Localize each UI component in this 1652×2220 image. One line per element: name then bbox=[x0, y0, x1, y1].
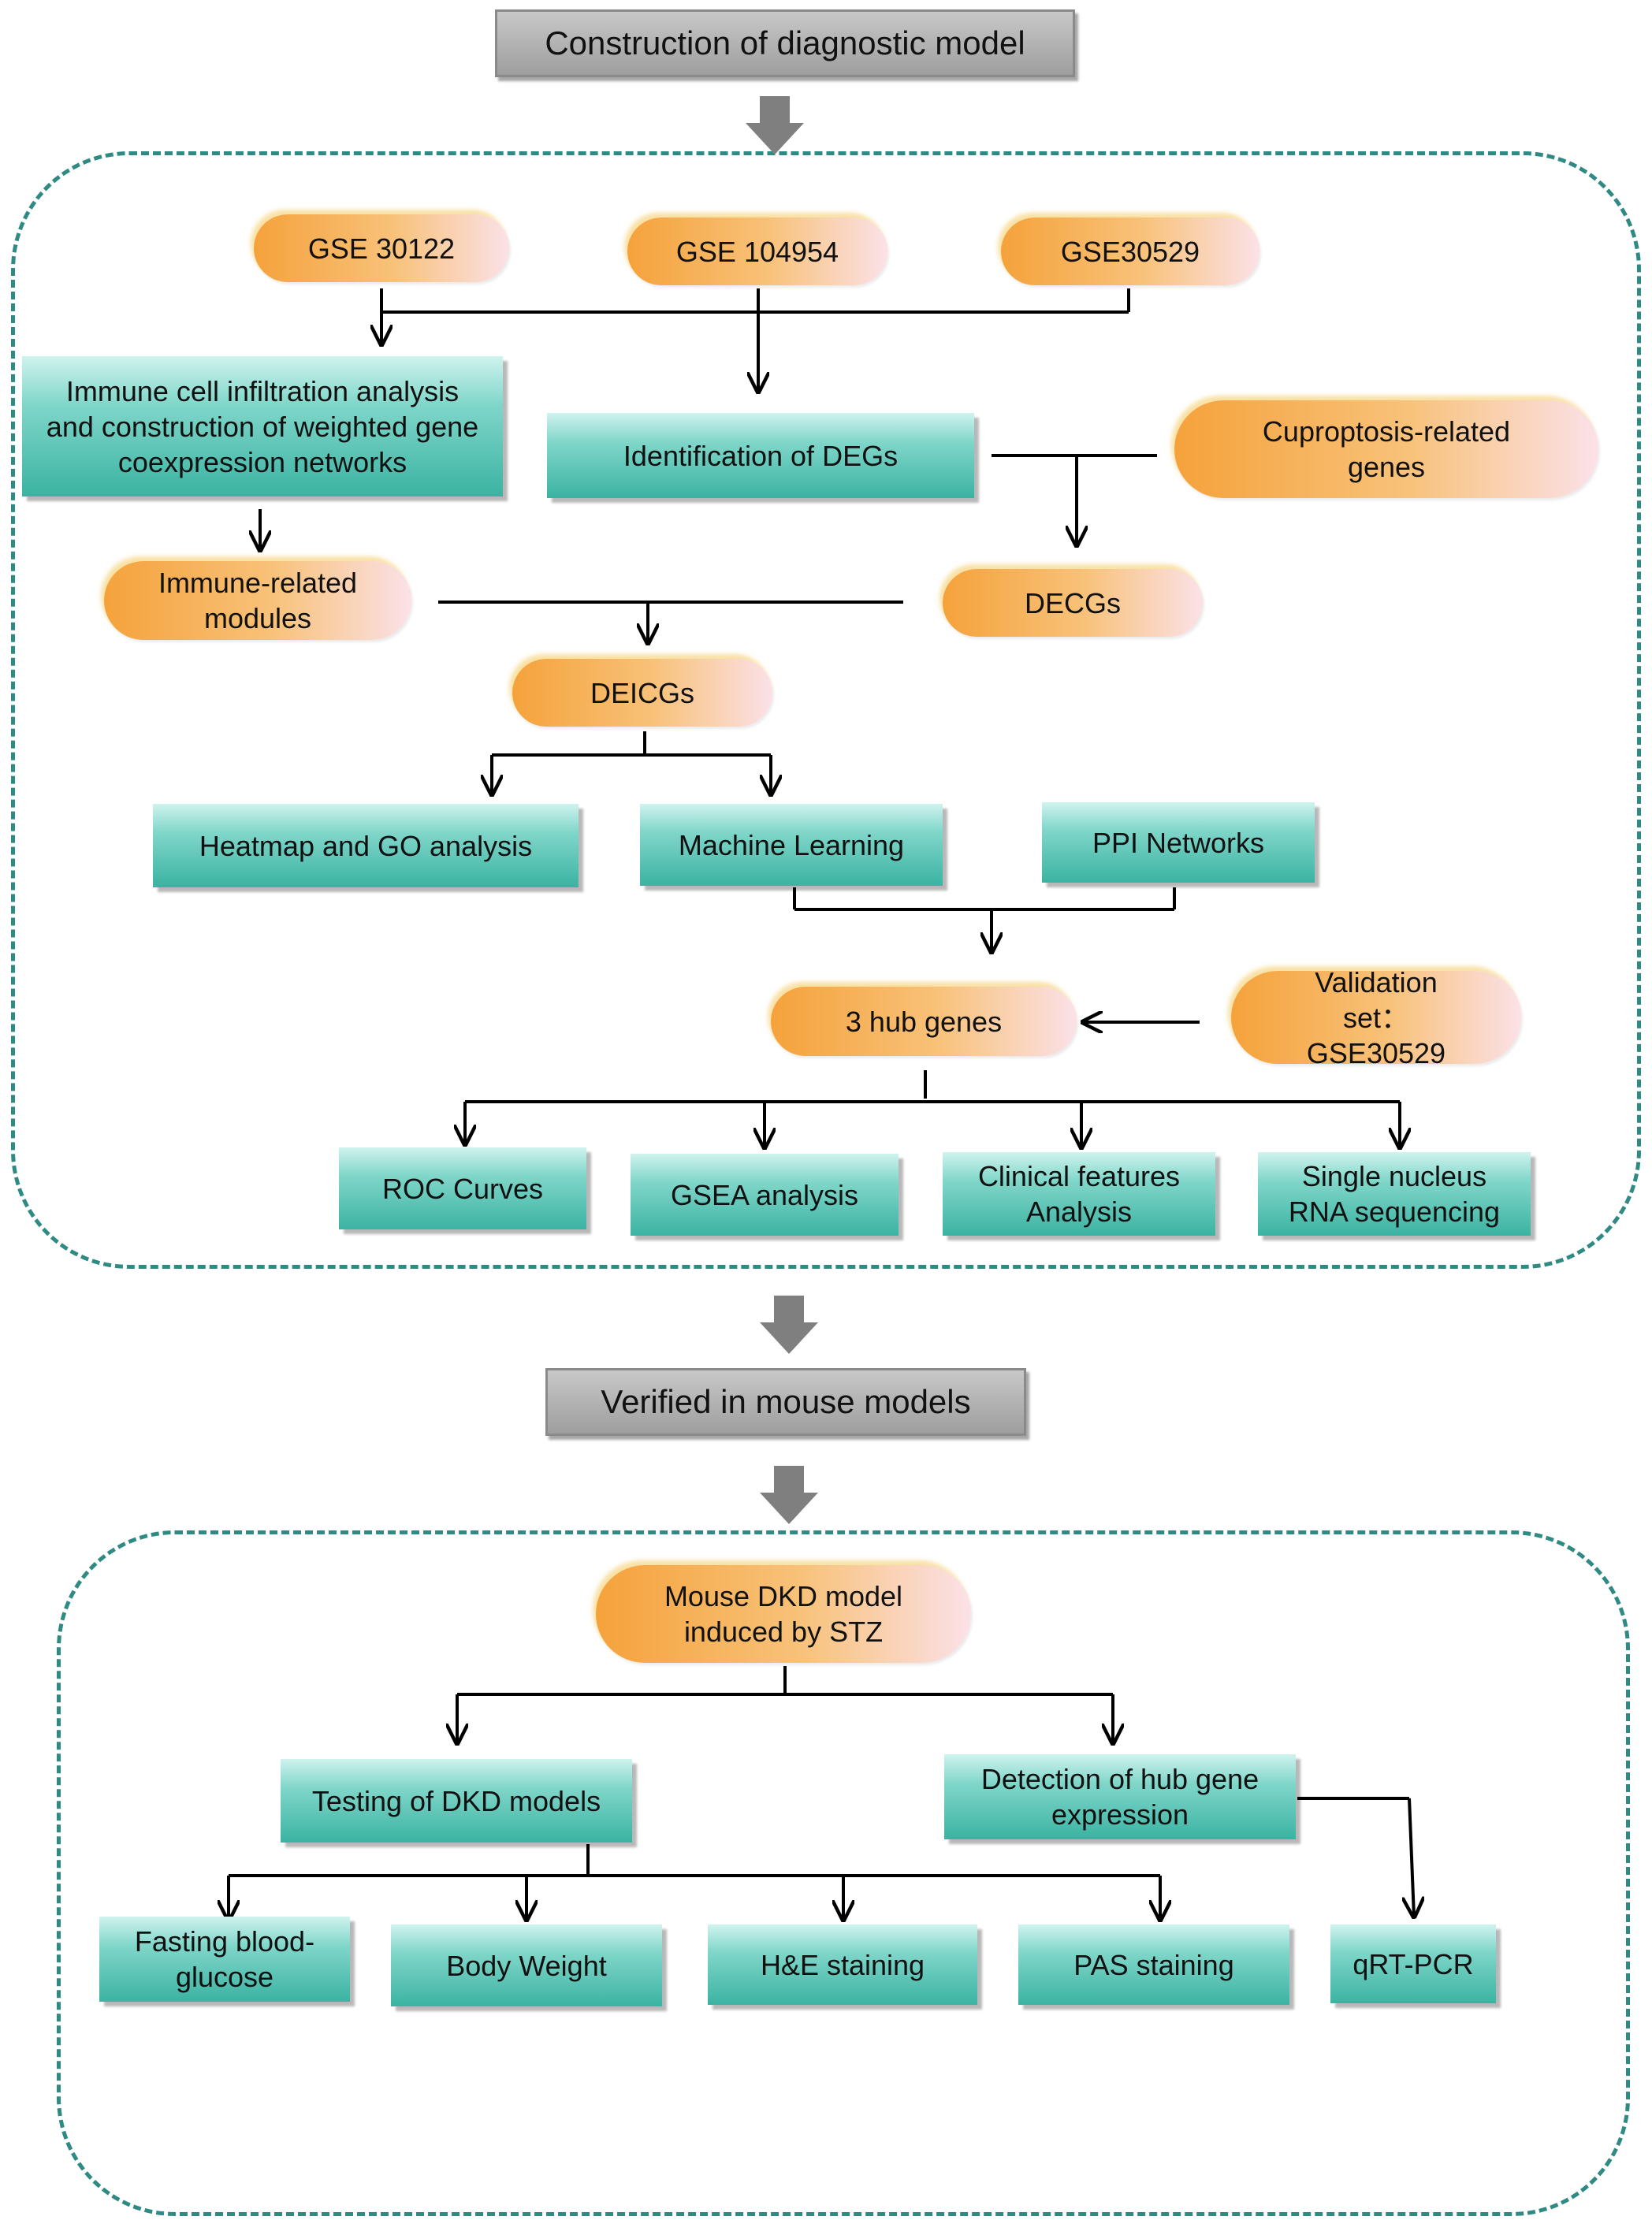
machine-learning-box: Machine Learning bbox=[640, 804, 943, 886]
immune-infiltration-box: Immune cell infiltration analysis and co… bbox=[22, 356, 503, 496]
mouse-dkd-model-pill: Mouse DKD model induced by STZ bbox=[596, 1565, 971, 1663]
gsea-analysis-box: GSEA analysis bbox=[631, 1154, 899, 1236]
ppi-networks-box: PPI Networks bbox=[1042, 802, 1315, 883]
heatmap-go-box: Heatmap and GO analysis bbox=[153, 804, 579, 887]
testing-dkd-models-box: Testing of DKD models bbox=[281, 1759, 632, 1843]
down-arrow-icon bbox=[746, 96, 804, 154]
cuproptosis-genes-pill: Cuproptosis-related genes bbox=[1174, 400, 1598, 498]
mouse-model-section bbox=[57, 1530, 1630, 2216]
down-arrow-icon bbox=[760, 1466, 818, 1524]
down-arrow-icon bbox=[760, 1296, 818, 1354]
hub-genes-pill: 3 hub genes bbox=[771, 987, 1077, 1056]
fasting-blood-glucose-box: Fasting blood-glucose bbox=[99, 1917, 350, 2002]
body-weight-box: Body Weight bbox=[391, 1924, 662, 2006]
pas-staining-box: PAS staining bbox=[1018, 1924, 1289, 2005]
title-verified-mouse-models: Verified in mouse models bbox=[545, 1368, 1026, 1436]
immune-modules-pill: Immune-related modules bbox=[104, 561, 411, 640]
identification-degs-box: Identification of DEGs bbox=[547, 413, 974, 498]
dataset-gse30122: GSE 30122 bbox=[254, 214, 509, 282]
dataset-gse104954: GSE 104954 bbox=[627, 218, 887, 285]
diagnostic-model-section bbox=[11, 151, 1641, 1269]
qrt-pcr-box: qRT-PCR bbox=[1330, 1924, 1496, 2003]
detection-hub-gene-box: Detection of hub gene expression bbox=[944, 1754, 1296, 1839]
clinical-features-box: Clinical features Analysis bbox=[943, 1152, 1215, 1236]
he-staining-box: H&E staining bbox=[708, 1924, 977, 2005]
single-nucleus-rna-box: Single nucleus RNA sequencing bbox=[1258, 1152, 1531, 1236]
roc-curves-box: ROC Curves bbox=[339, 1147, 586, 1229]
title-construction-diagnostic-model: Construction of diagnostic model bbox=[495, 9, 1075, 77]
dataset-gse30529: GSE30529 bbox=[1001, 218, 1259, 285]
deicgs-pill: DEICGs bbox=[512, 659, 772, 727]
validation-set-pill: Validation set：GSE30529 bbox=[1231, 966, 1521, 1069]
decgs-pill: DECGs bbox=[943, 569, 1203, 637]
